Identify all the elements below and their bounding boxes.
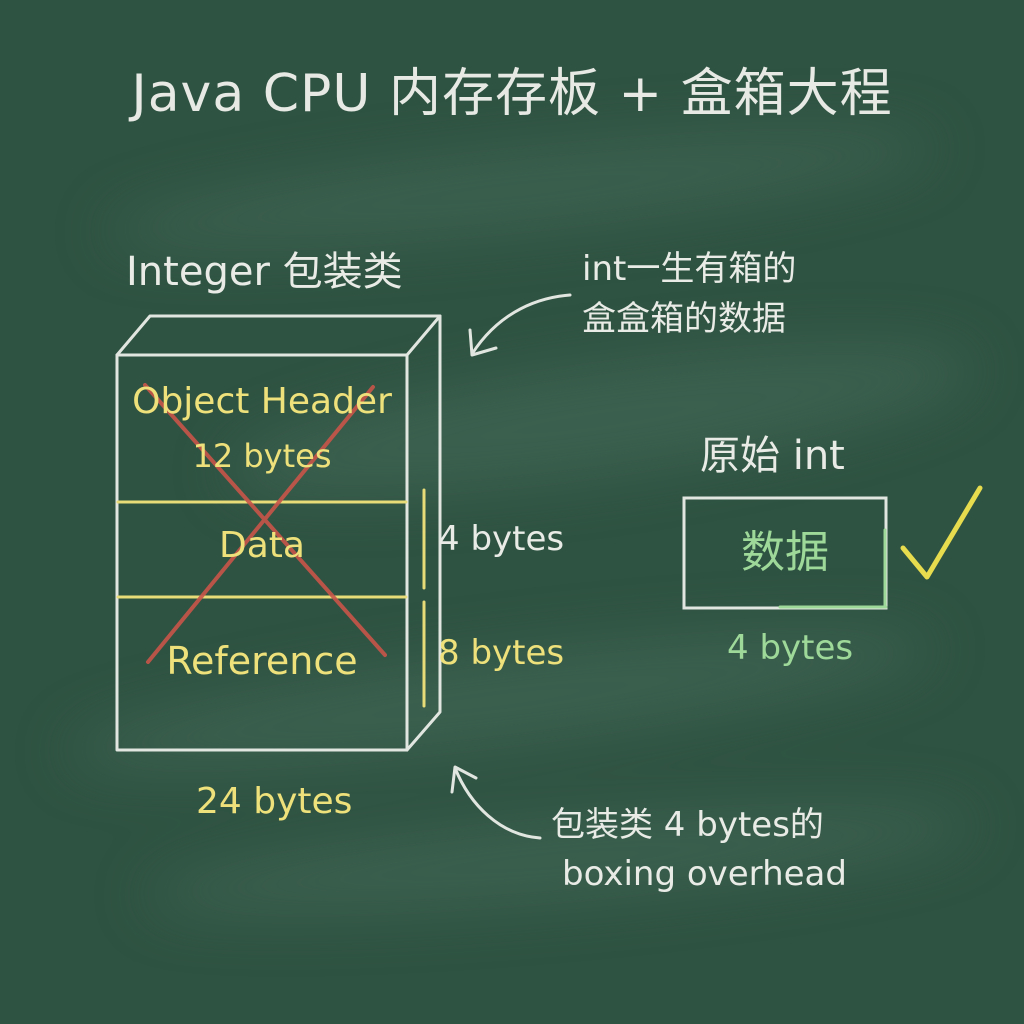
annotation-top-line1: int一生有箱的	[582, 249, 797, 289]
annotation-bottom-line1: 包装类 4 bytes的	[551, 805, 824, 845]
diagram-title: Java CPU 内存存板 + 盒箱大程	[131, 64, 893, 124]
arrow-top	[468, 293, 572, 357]
integer-total-size: 24 bytes	[196, 781, 353, 822]
box-top-face	[115, 314, 442, 357]
object-header-size: 12 bytes	[192, 437, 332, 475]
board-smudges	[63, 130, 979, 915]
primitive-label: 原始 int	[700, 433, 845, 479]
data-size-label: 4 bytes	[438, 519, 565, 559]
reference-size-label: 8 bytes	[438, 633, 565, 673]
reference-section-label: Reference	[166, 639, 358, 683]
integer-label: Integer 包装类	[126, 249, 403, 295]
cross-out-mark	[143, 383, 387, 664]
arrow-bottom	[450, 765, 542, 840]
primitive-size: 4 bytes	[727, 628, 854, 668]
object-header-label: Object Header	[132, 381, 392, 422]
data-section-label: Data	[219, 525, 305, 566]
primitive-content: 数据	[741, 527, 829, 578]
annotation-bottom-line2: boxing overhead	[562, 854, 847, 894]
check-mark-icon	[900, 485, 983, 580]
integer-box	[115, 314, 442, 752]
section-dividers	[116, 500, 408, 599]
box-front-face	[115, 353, 409, 752]
annotation-top-line2: 盒盒箱的数据	[582, 299, 786, 339]
box-side-face	[405, 314, 442, 752]
